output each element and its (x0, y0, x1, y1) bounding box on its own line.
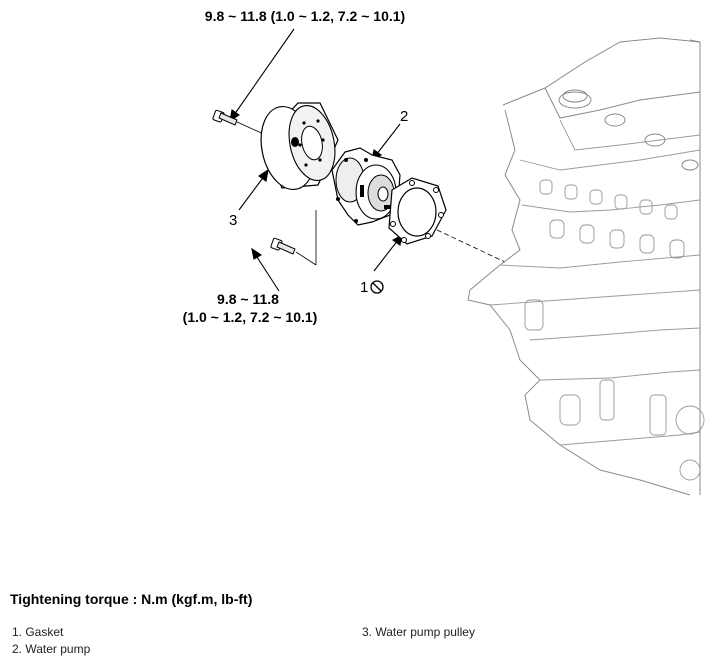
callout-1: 1 (360, 279, 368, 296)
torque-label-bottom-value: 9.8 ~ 11.8 (217, 291, 279, 307)
legend-item-gasket: 1. Gasket (12, 625, 64, 639)
legend-item-water-pump-pulley: 3. Water pump pulley (362, 625, 475, 639)
do-not-reuse-icon (370, 280, 384, 294)
callout-3: 3 (229, 212, 237, 229)
torque-label-bottom-units: (1.0 ~ 1.2, 7.2 ~ 10.1) (183, 309, 318, 325)
bolt-top-icon (212, 109, 238, 126)
callout-2: 2 (400, 108, 408, 125)
exploded-view-diagram: 9.8 ~ 11.8 (1.0 ~ 1.2, 7.2 ~ 10.1) 9.8 ~… (183, 8, 705, 496)
bolt-bottom-icon (270, 237, 296, 255)
engine-block-outline (467, 37, 705, 496)
legend-item-water-pump: 2. Water pump (12, 642, 91, 656)
water-pump-pulley (260, 102, 339, 191)
torque-heading: Tightening torque : N.m (kgf.m, lb-ft) (10, 591, 253, 607)
gasket (388, 177, 447, 245)
torque-label-top: 9.8 ~ 11.8 (1.0 ~ 1.2, 7.2 ~ 10.1) (205, 8, 405, 24)
